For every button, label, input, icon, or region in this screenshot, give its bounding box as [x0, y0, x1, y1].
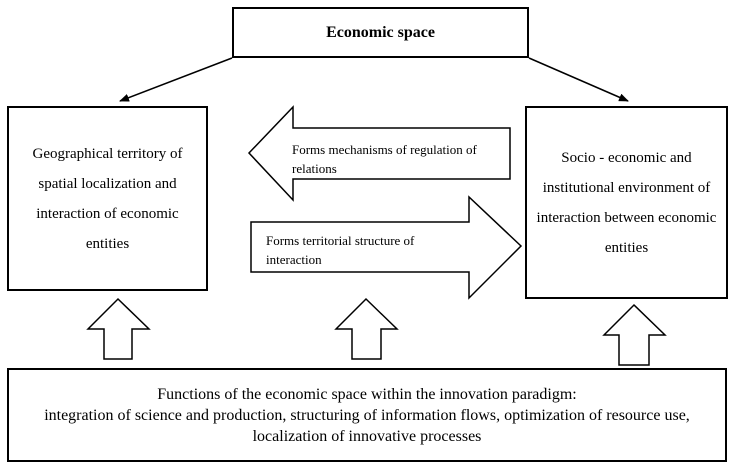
up-arrow-center — [334, 297, 399, 360]
title-to-left-connector — [119, 57, 233, 102]
innovation-functions-list: integration of science and production, s… — [44, 406, 690, 445]
innovation-functions-heading: Functions of the economic space within t… — [157, 385, 577, 403]
innovation-functions-text: Functions of the economic space within t… — [19, 384, 715, 447]
title-to-right-connector — [528, 57, 629, 102]
territorial-arrow-label: Forms territorial structure of interacti… — [266, 233, 415, 267]
up-arrow-right — [602, 303, 667, 366]
innovation-functions-box: Functions of the economic space within t… — [7, 368, 727, 462]
up-arrow-left — [86, 297, 151, 360]
economic-space-title: Economic space — [232, 7, 529, 58]
regulation-arrow-label: Forms mechanisms of regulation of relati… — [292, 142, 477, 176]
geographical-territory-box: Geographical territory of spatial locali… — [7, 106, 208, 291]
territorial-arrow-right — [250, 195, 523, 300]
socio-economic-environment-box: Socio - economic and institutional envir… — [525, 106, 728, 299]
regulation-arrow-left — [247, 105, 511, 202]
